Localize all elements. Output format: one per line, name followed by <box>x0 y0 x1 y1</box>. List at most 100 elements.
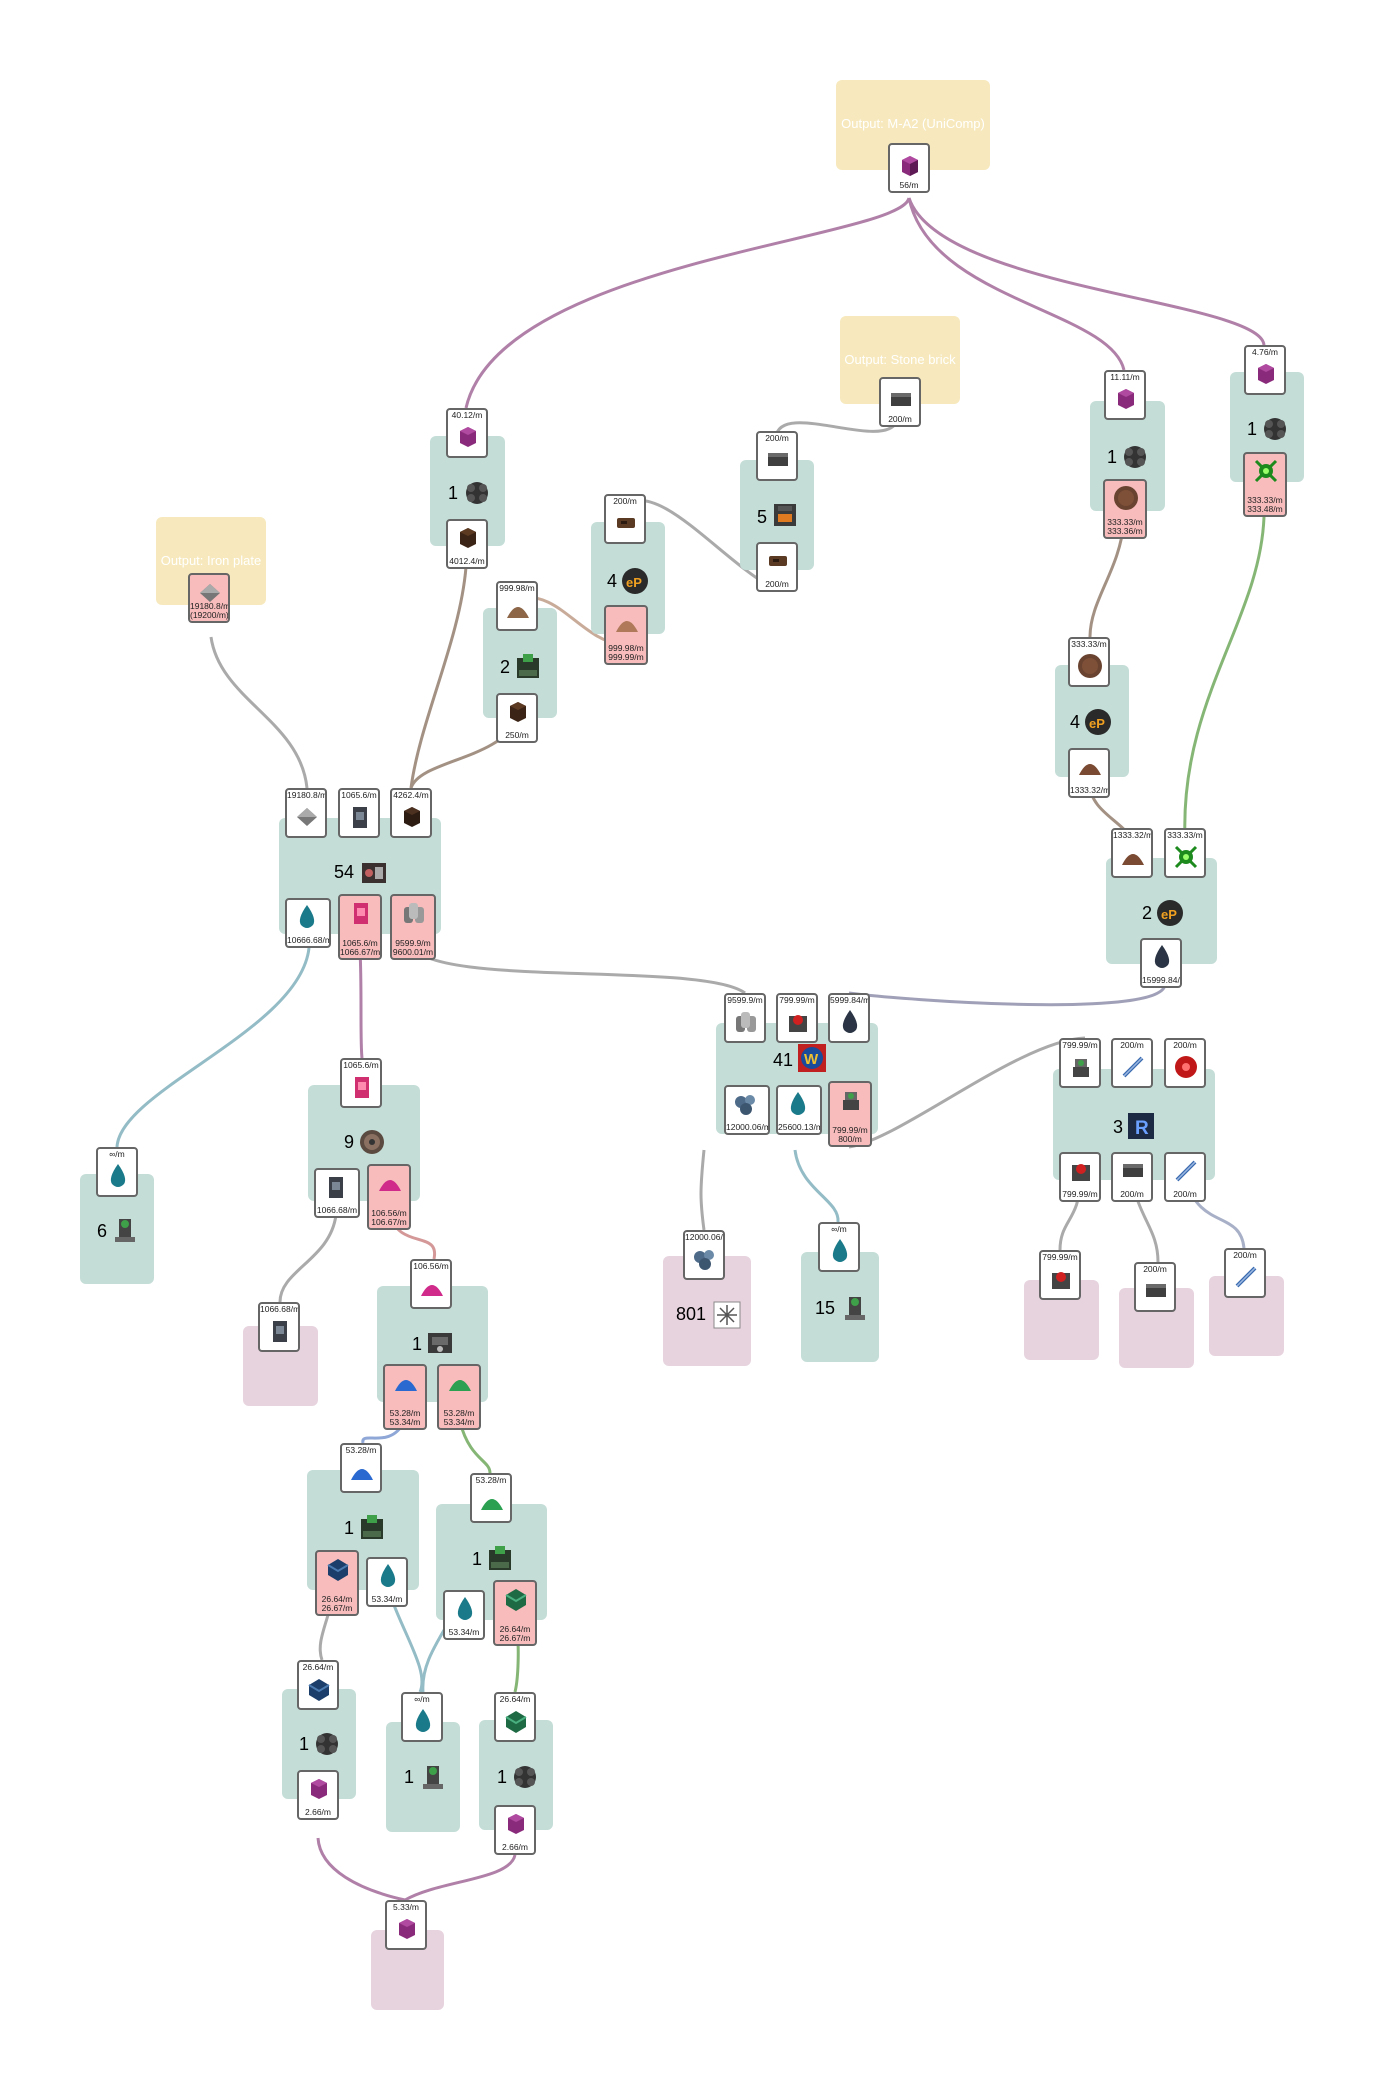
output-card[interactable]: 53.34/m <box>443 1590 485 1640</box>
input-card[interactable]: 5999.84/m <box>828 993 870 1043</box>
input-card[interactable]: 200/m <box>604 494 646 544</box>
rod-icon <box>1119 1053 1147 1081</box>
output-card[interactable]: 200/m <box>1111 1152 1153 1202</box>
output-card[interactable]: 9599.9/m 9600.01/m <box>390 894 436 960</box>
canister-icon <box>322 1173 350 1201</box>
input-card[interactable]: 4262.4/m <box>390 788 432 838</box>
red-core-icon <box>784 1008 812 1036</box>
input-card[interactable]: 12000.06/m <box>683 1230 725 1280</box>
output-iron-card[interactable]: 19180.8/m (19200/m) <box>188 573 230 623</box>
pink-canister-icon <box>348 1073 376 1101</box>
rate-label: 799.99/m <box>832 1126 868 1135</box>
purple-cube-icon <box>1252 360 1280 388</box>
machine-count: 1 <box>1247 419 1258 439</box>
purple-cube-icon <box>1112 385 1140 413</box>
output-card[interactable]: 106.56/m 106.67/m <box>367 1164 411 1230</box>
sink-card[interactable]: 200/m <box>1224 1248 1266 1298</box>
rod-icon <box>1172 1157 1200 1185</box>
input-card[interactable]: 999.98/m <box>496 581 538 631</box>
output-card[interactable]: 26.64/m 26.67/m <box>315 1550 359 1616</box>
input-card[interactable]: 106.56/m <box>410 1259 452 1309</box>
input-card[interactable]: 4.76/m <box>1244 345 1286 395</box>
output-card[interactable]: 2.66/m <box>494 1805 536 1855</box>
rate-label-limit: 999.99/m <box>608 653 644 662</box>
output-card[interactable]: 333.33/m 333.48/m <box>1243 452 1287 517</box>
ep-icon: eP <box>1155 898 1185 928</box>
output-card[interactable]: 25600.13/m <box>776 1085 822 1135</box>
machine-count: 1 <box>404 1767 415 1787</box>
output-card[interactable]: 1065.6/m 1066.67/m <box>338 894 382 960</box>
machine-count: 15 <box>815 1298 836 1318</box>
sink-card[interactable]: 799.99/m <box>1039 1250 1081 1300</box>
rate-label-limit: 26.67/m <box>499 1634 531 1643</box>
output-card[interactable]: 1333.32/m <box>1068 748 1110 798</box>
output-card[interactable]: 26.64/m 26.67/m <box>493 1580 537 1646</box>
rate-label-limit: 333.36/m <box>1107 527 1143 536</box>
output-main-card[interactable]: 56/m <box>888 143 930 193</box>
brown-powder-icon <box>613 610 641 638</box>
input-card[interactable]: 26.64/m <box>494 1692 536 1742</box>
output-card[interactable]: 999.98/m 999.99/m <box>604 605 648 665</box>
rate-label: 200/m <box>613 497 637 506</box>
rate-label: 200/m <box>888 415 912 424</box>
input-card[interactable]: 1065.6/m <box>340 1058 382 1108</box>
input-card[interactable]: 40.12/m <box>446 408 488 458</box>
link <box>404 1854 517 1902</box>
machine-count: 2 <box>1142 903 1153 923</box>
output-stone-card[interactable]: 200/m <box>879 377 921 427</box>
output-card[interactable]: 799.99/m 800/m <box>828 1081 872 1147</box>
sink-card[interactable]: 5.33/m <box>385 1900 427 1950</box>
rate-label: 15999.84/m <box>1142 976 1180 985</box>
output-card[interactable]: 200/m <box>1164 1152 1206 1202</box>
input-card[interactable]: 1333.32/m <box>1111 828 1153 878</box>
input-card[interactable]: 9599.9/m <box>724 993 766 1043</box>
input-card[interactable]: 333.33/m <box>1068 637 1110 687</box>
rate-label-limit: 26.67/m <box>321 1604 353 1613</box>
input-card[interactable]: 19180.8/m <box>285 788 327 838</box>
input-card[interactable]: ∞/m <box>818 1222 860 1272</box>
brown-disc-icon <box>1076 652 1104 680</box>
output-card[interactable]: 250/m <box>496 693 538 743</box>
sink-card[interactable]: 1066.68/m <box>258 1302 300 1352</box>
input-card[interactable]: ∞/m <box>401 1692 443 1742</box>
input-card[interactable]: 53.28/m <box>340 1443 382 1493</box>
output-card[interactable]: 53.28/m 53.34/m <box>437 1364 481 1430</box>
water-drop-icon <box>451 1595 479 1623</box>
output-card[interactable]: 200/m <box>756 542 798 592</box>
assembler-icon <box>312 1729 342 1759</box>
rate-label: 9599.9/m <box>727 996 763 1005</box>
iron-plate-icon <box>293 803 321 831</box>
stone-brick-icon <box>887 386 915 414</box>
input-card[interactable]: 333.33/m <box>1164 828 1206 878</box>
rate-label: 19180.8/m <box>287 791 325 800</box>
output-card[interactable]: 53.34/m <box>366 1557 408 1607</box>
stacked-core-icon <box>1067 1053 1095 1081</box>
output-card[interactable]: 333.33/m 333.36/m <box>1103 479 1147 539</box>
input-card[interactable]: 799.99/m <box>776 993 818 1043</box>
input-card[interactable]: 26.64/m <box>297 1660 339 1710</box>
input-card[interactable]: 53.28/m <box>470 1473 512 1523</box>
machine-count: 2 <box>500 657 511 677</box>
output-card[interactable]: 12000.06/m <box>724 1085 770 1135</box>
water-drop-icon <box>104 1162 132 1190</box>
output-card[interactable]: 4012.4/m <box>446 519 488 569</box>
output-card[interactable]: 10666.68/m <box>285 898 331 948</box>
machine-count: 1 <box>412 1334 423 1354</box>
input-card[interactable]: 11.11/m <box>1104 370 1146 420</box>
output-card[interactable]: 1066.68/m <box>314 1168 360 1218</box>
rate-label: 1066.68/m <box>316 1206 358 1215</box>
blue-powder-icon <box>392 1369 420 1397</box>
input-card[interactable]: 1065.6/m <box>338 788 380 838</box>
input-card[interactable]: 200/m <box>1111 1038 1153 1088</box>
output-card[interactable]: 799.99/m <box>1059 1152 1101 1202</box>
machine-count: 4 <box>1070 712 1081 732</box>
input-card[interactable]: 200/m <box>756 431 798 481</box>
input-card[interactable]: ∞/m <box>96 1147 138 1197</box>
input-card[interactable]: 200/m <box>1164 1038 1206 1088</box>
output-card[interactable]: 2.66/m <box>297 1770 339 1820</box>
sink-card[interactable]: 200/m <box>1134 1262 1176 1312</box>
water-drop-icon <box>374 1562 402 1590</box>
output-card[interactable]: 53.28/m 53.34/m <box>383 1364 427 1430</box>
input-card[interactable]: 799.99/m <box>1059 1038 1101 1088</box>
output-card[interactable]: 15999.84/m <box>1140 938 1182 988</box>
